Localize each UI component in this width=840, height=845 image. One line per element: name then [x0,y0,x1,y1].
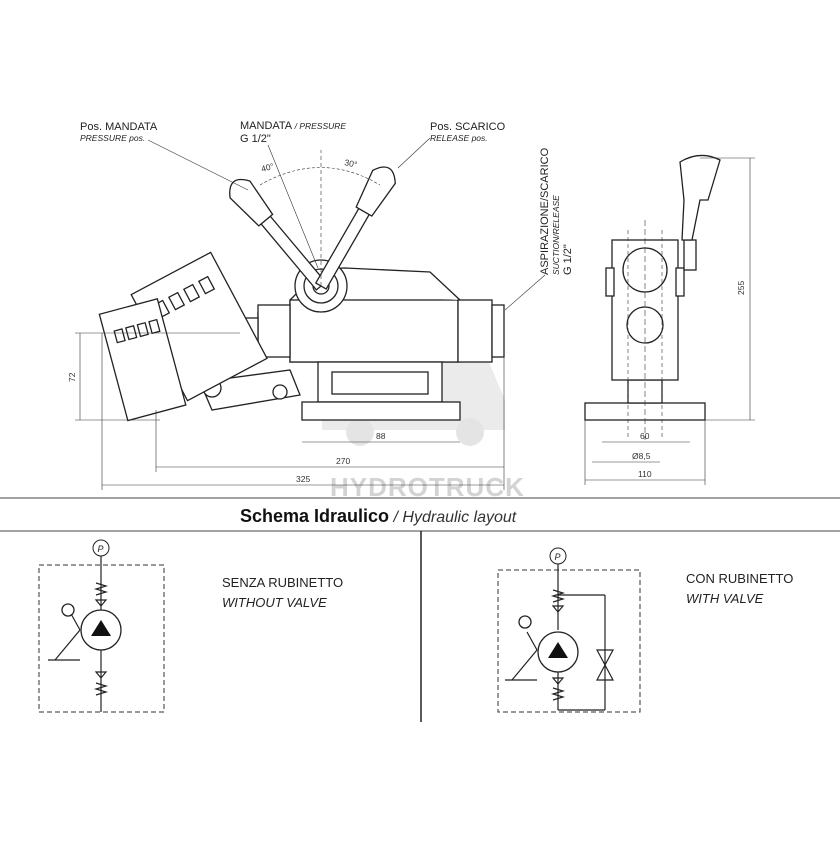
leader-aspirazione [504,274,546,311]
schematic-1-label: SENZA RUBINETTO [222,575,343,590]
front-dimensions: 255 60 Ø8,5 110 [584,157,755,485]
label-mandata-thread: G 1/2" [240,133,271,145]
schematic-without-valve: P [38,539,165,713]
schematic-2-label-en: WITH VALVE [686,591,764,606]
dim-d85: Ø8,5 [632,451,651,461]
label-aspirazione-en: SUCTION/RELEASE [551,195,561,275]
port-p-2: P [555,552,561,562]
port-p-1: P [98,544,104,554]
dim-270: 270 [336,456,350,466]
side-dimensions: 72 88 270 325 [67,332,505,490]
label-pos-scarico: Pos. SCARICO [430,121,506,133]
pump-front-view [584,154,721,440]
angle-30: 30° [344,157,359,169]
dim-72: 72 [67,372,77,382]
label-mandata: MANDATA / PRESSURE [240,120,346,132]
dim-60: 60 [640,431,650,441]
leader-pos-scarico [397,137,431,169]
label-pos-scarico-en: RELEASE pos. [430,133,488,143]
label-pos-mandata: Pos. MANDATA [80,121,158,133]
section-title: Schema Idraulico / Hydraulic layout [240,506,517,526]
schematic-with-valve: P [497,547,641,713]
dim-88: 88 [376,431,386,441]
dim-110: 110 [638,469,652,479]
angle-40: 40° [260,161,275,174]
label-aspirazione-thread: G 1/2" [562,244,574,275]
schematic-1-label-en: WITHOUT VALVE [222,595,327,610]
schematic-2-label: CON RUBINETTO [686,571,793,586]
dim-325: 325 [296,474,310,484]
leader-mandata [267,144,319,269]
label-aspirazione: ASPIRAZIONE/SCARICO [539,147,551,275]
label-pos-mandata-en: PRESSURE pos. [80,133,145,143]
dim-255: 255 [736,281,746,295]
label-aspirazione-group: ASPIRAZIONE/SCARICO SUCTION/RELEASE G 1/… [539,147,574,275]
leader-pos-mandata [147,139,249,191]
watermark-text: HYDROTRUCK [330,472,525,502]
pump-side-view: 40° 30° [98,150,505,422]
